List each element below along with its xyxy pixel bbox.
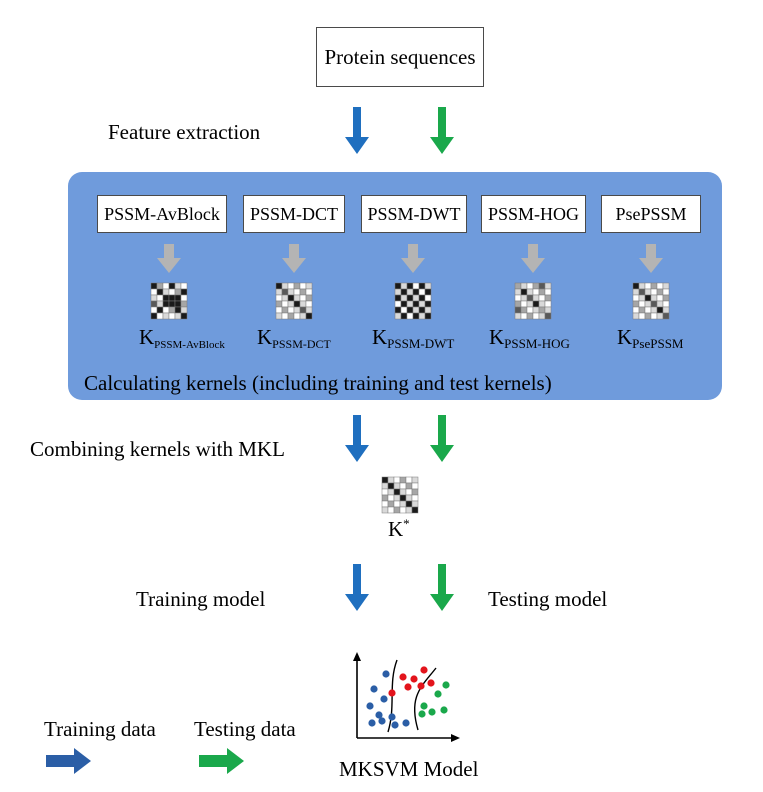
kernel-label: KPSSM-AvBlock [139, 325, 225, 351]
legend-training-arrow-icon [46, 748, 91, 774]
kernel-matrix-icon [632, 282, 670, 320]
feature-box-dct: PSSM-DCT [243, 195, 345, 233]
feature-label: PSSM-DCT [249, 203, 339, 224]
gray-arrow-icon [401, 244, 425, 273]
kernel-matrix-icon [275, 282, 313, 320]
combined-kernel-matrix-icon [381, 476, 419, 514]
panel-caption: Calculating kernels (including training … [84, 371, 552, 395]
feature-box-avblock: PSSM-AvBlock [97, 195, 227, 233]
svm-plot-icon [353, 652, 460, 742]
kernel-label: KPSSM-DCT [257, 325, 331, 351]
feature-label: PsePSSM [615, 203, 687, 224]
gray-arrow-icon [521, 244, 545, 273]
combined-kernel-label: K* [388, 516, 410, 541]
feature-label: PSSM-HOG [487, 203, 580, 224]
training-arrow-icon [345, 415, 369, 462]
testing-arrow-icon [430, 415, 454, 462]
kernel-matrix-icon [150, 282, 188, 320]
kernel-label: KPsePSSM [617, 325, 684, 351]
input-box: Protein sequences [316, 27, 484, 87]
feature-box-hog: PSSM-HOG [481, 195, 586, 233]
kernel-matrix-icon [514, 282, 552, 320]
testing-arrow-icon [430, 564, 454, 611]
training-arrow-icon [345, 107, 369, 154]
step-combining: Combining kernels with MKL [30, 437, 285, 461]
model-label: MKSVM Model [339, 757, 479, 781]
feature-label: PSSM-AvBlock [104, 203, 220, 224]
feature-label: PSSM-DWT [367, 203, 461, 224]
gray-arrow-icon [282, 244, 306, 273]
feature-box-dwt: PSSM-DWT [361, 195, 467, 233]
step-training: Training model [136, 587, 266, 611]
legend-training-label: Training data [44, 717, 156, 741]
step-feature-extraction: Feature extraction [108, 120, 261, 144]
gray-arrow-icon [639, 244, 663, 273]
step-testing: Testing model [488, 587, 608, 611]
feature-box-psepssm: PsePSSM [601, 195, 701, 233]
input-label: Protein sequences [324, 44, 476, 69]
kernel-label: KPSSM-DWT [372, 325, 455, 351]
legend-testing-label: Testing data [194, 717, 296, 741]
training-arrow-icon [345, 564, 369, 611]
testing-arrow-icon [430, 107, 454, 154]
gray-arrow-icon [157, 244, 181, 273]
kernel-label: KPSSM-HOG [489, 325, 570, 351]
kernel-matrix-icon [394, 282, 432, 320]
legend-testing-arrow-icon [199, 748, 244, 774]
